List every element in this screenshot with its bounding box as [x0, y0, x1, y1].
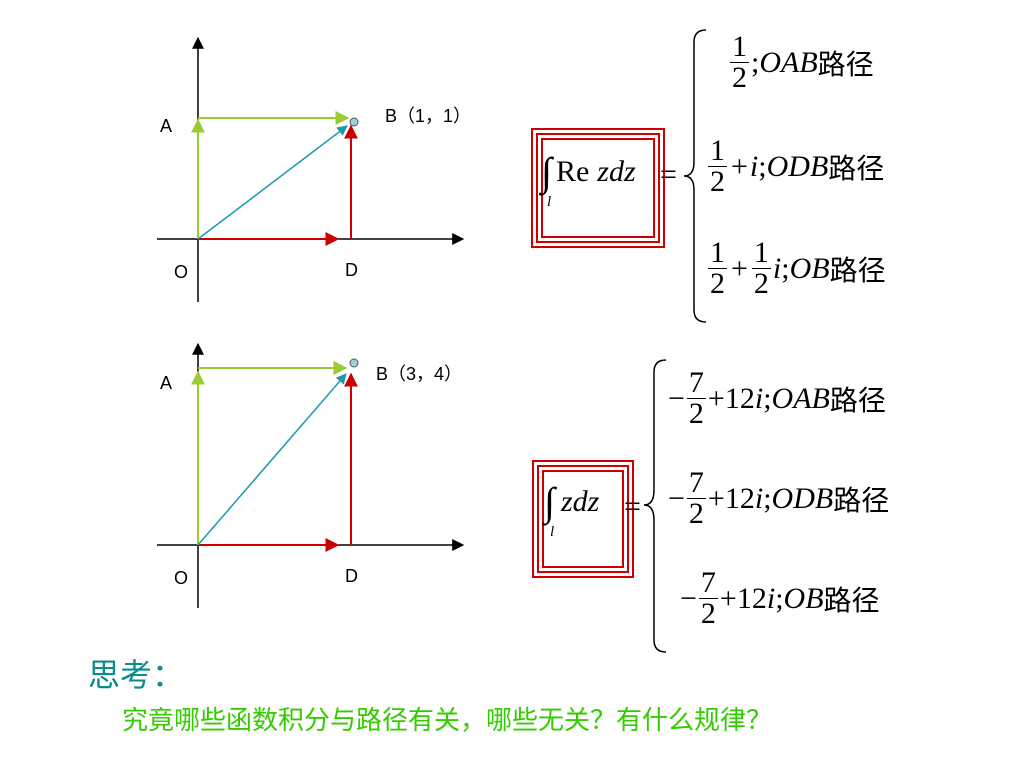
formula-2-lhs-box	[532, 460, 634, 578]
lhs-var-1: zdz	[597, 155, 636, 188]
formula-1-lhs: ∫l Re zdz	[541, 149, 636, 210]
formula-2-lhs: ∫l zdz	[544, 479, 600, 540]
label-o-2: O	[174, 568, 188, 588]
path-ob-2	[197, 373, 347, 546]
integral-sub-2: l	[550, 524, 555, 540]
brace-1	[683, 29, 707, 323]
path-ob-1	[197, 125, 348, 240]
brace-2	[643, 359, 667, 653]
label-d-1: D	[345, 260, 358, 280]
label-a-2: A	[160, 373, 172, 393]
formula-1-lhs-box	[531, 128, 665, 248]
lhs-var-2: zdz	[560, 485, 600, 518]
label-o-1: O	[174, 262, 188, 282]
think-body: 究竟哪些函数积分与路径有关，哪些无关？有什么规律？	[122, 706, 773, 736]
diagram-2: A B（3，4） O D	[157, 342, 465, 608]
point-b-2	[349, 358, 359, 368]
think-title: 思考：	[88, 656, 185, 694]
label-b-2: B（3，4）	[376, 364, 462, 384]
equals-2: =	[624, 490, 641, 523]
diagram-1: A B（1，1） O D	[157, 36, 471, 302]
equals-1: =	[660, 158, 677, 191]
label-a-1: A	[160, 116, 172, 136]
lhs-func-1: Re	[555, 155, 590, 188]
integral-sign-2: ∫l	[544, 479, 555, 540]
integral-sign-1: ∫l	[541, 149, 552, 210]
label-d-2: D	[345, 566, 358, 586]
integral-sub-1: l	[547, 194, 552, 210]
label-b-1: B（1，1）	[385, 106, 471, 126]
point-b-1	[349, 117, 359, 127]
